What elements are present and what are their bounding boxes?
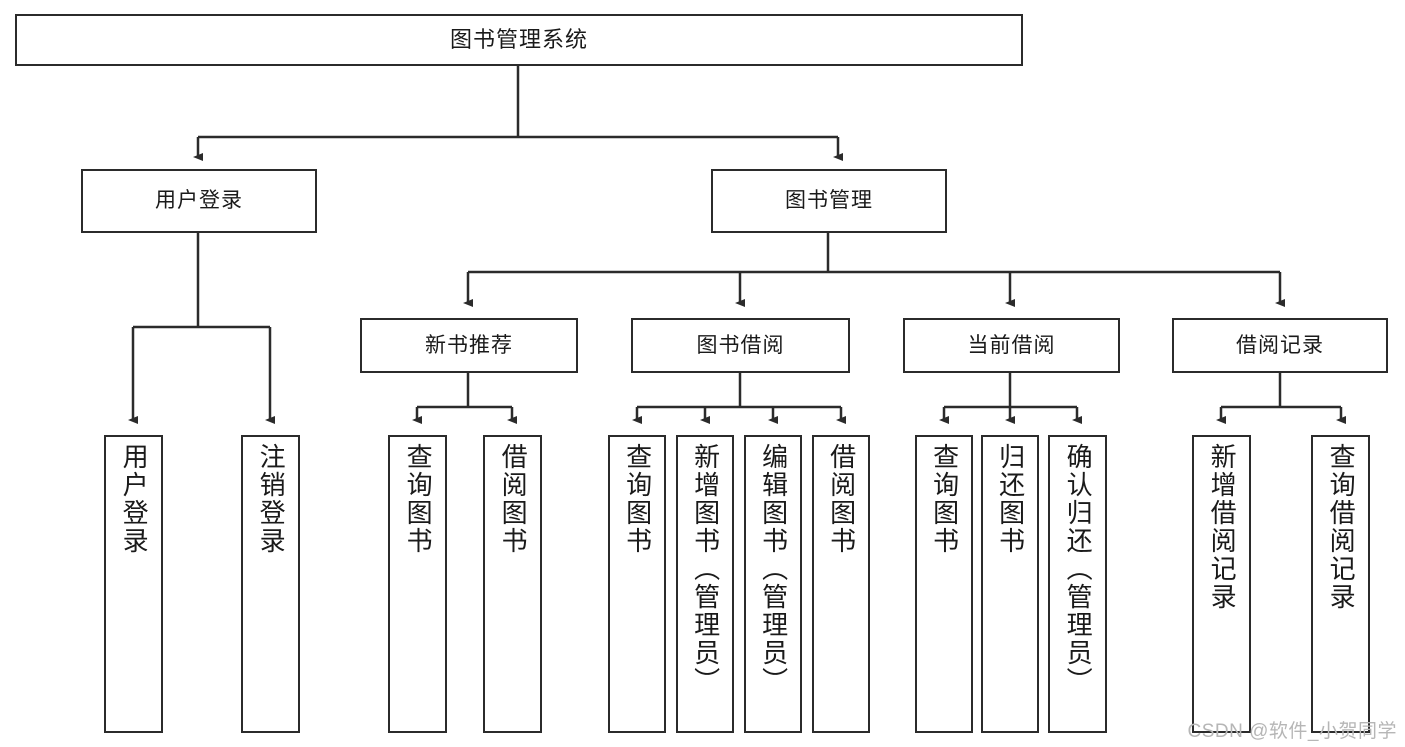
watermark: CSDN @软件_小贺同学 [1187,721,1397,742]
leaf-label: 查询图书 [403,443,434,555]
node-label: 图书借阅 [696,333,785,357]
leaf-logout[interactable]: 注销登录 [241,435,300,733]
leaf-label: 借阅图书 [826,443,857,555]
node-user-login[interactable]: 用户登录 [81,169,317,233]
node-label: 当前借阅 [967,333,1056,357]
node-label: 借阅记录 [1236,333,1324,357]
leaf-return-book[interactable]: 归还图书 [981,435,1039,733]
node-current-borrow[interactable]: 当前借阅 [903,318,1120,373]
leaf-query-borrow-record[interactable]: 查询借阅记录 [1311,435,1370,733]
leaf-add-book-admin[interactable]: 新增图书（管理员） [676,435,734,733]
leaf-add-borrow-record[interactable]: 新增借阅记录 [1192,435,1251,733]
node-borrow-record[interactable]: 借阅记录 [1172,318,1388,373]
node-label: 图书管理 [785,189,873,213]
leaf-label: 确认归还（管理员） [1063,443,1094,695]
leaf-query-book-borrow[interactable]: 查询图书 [608,435,666,733]
leaf-query-book-current[interactable]: 查询图书 [915,435,973,733]
leaf-borrow-book[interactable]: 借阅图书 [812,435,870,733]
leaf-edit-book-admin[interactable]: 编辑图书（管理员） [744,435,802,733]
leaf-label: 归还图书 [995,443,1026,555]
leaf-borrow-book-recommend[interactable]: 借阅图书 [483,435,542,733]
leaf-query-book-recommend[interactable]: 查询图书 [388,435,447,733]
node-label: 用户登录 [155,189,243,213]
leaf-label: 用户登录 [119,443,150,555]
leaf-label: 借阅图书 [498,443,529,555]
leaf-label: 查询借阅记录 [1326,443,1357,611]
leaf-user-login[interactable]: 用户登录 [104,435,163,733]
leaf-label: 查询图书 [929,443,960,555]
leaf-label: 新增图书（管理员） [690,443,721,695]
node-label: 图书管理系统 [449,26,588,52]
leaf-label: 查询图书 [622,443,653,555]
leaf-label: 编辑图书（管理员） [758,443,789,695]
node-new-book-recommend[interactable]: 新书推荐 [360,318,578,373]
node-book-management[interactable]: 图书管理 [711,169,947,233]
node-book-borrow[interactable]: 图书借阅 [631,318,850,373]
leaf-confirm-return-admin[interactable]: 确认归还（管理员） [1048,435,1107,733]
leaf-label: 注销登录 [256,443,287,555]
leaf-label: 新增借阅记录 [1207,443,1238,611]
node-label: 新书推荐 [425,333,513,357]
node-root-book-management-system[interactable]: 图书管理系统 [15,14,1023,66]
